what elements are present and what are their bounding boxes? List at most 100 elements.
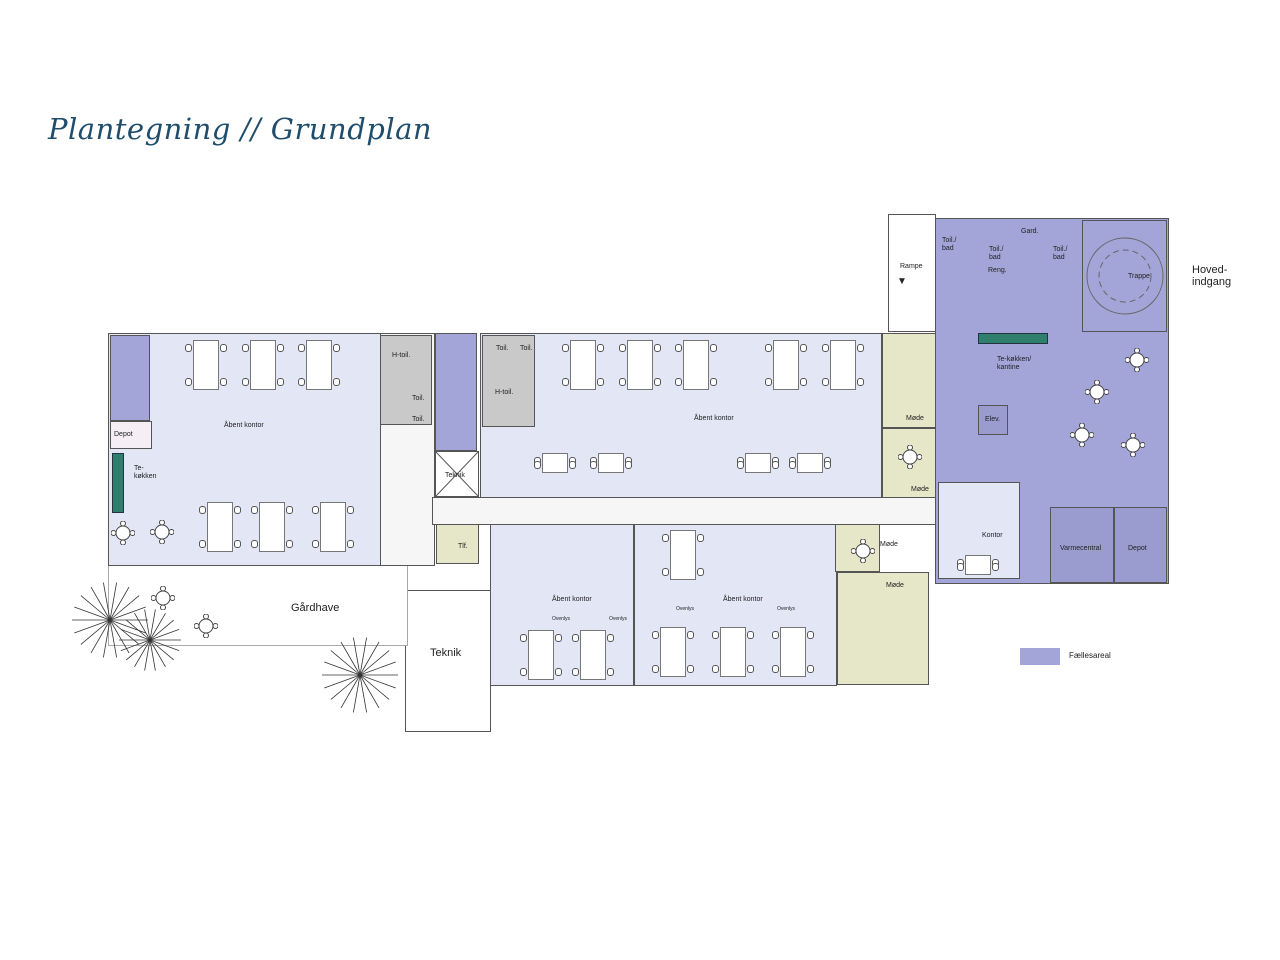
chair (520, 634, 527, 642)
desk (627, 340, 653, 390)
desk (259, 502, 285, 552)
legend-label-common-area: Fællesareal (1069, 651, 1111, 660)
chair (234, 506, 241, 514)
label-wardrobe: Gard. (1021, 228, 1039, 235)
chair (765, 378, 772, 386)
chair (712, 665, 719, 673)
chair (277, 344, 284, 352)
label-main-entrance: Hoved- indgang (1192, 264, 1232, 289)
ramp-area (888, 214, 936, 332)
chair (857, 344, 864, 352)
chair (607, 668, 614, 676)
chair (220, 378, 227, 386)
chair (675, 344, 682, 352)
chair (619, 378, 626, 386)
chair (687, 631, 694, 639)
desk (598, 453, 624, 473)
label-meeting-north-2: Møde (911, 486, 929, 493)
desk (965, 555, 991, 575)
desk (683, 340, 709, 390)
label-open-office-southwest: Åbent kontor (552, 596, 592, 603)
chair (747, 665, 754, 673)
room-h-toilet-middle (482, 335, 535, 427)
chair (765, 344, 772, 352)
label-open-office-southeast: Åbent kontor (723, 596, 763, 603)
courtyard-outline (108, 566, 408, 646)
chair (737, 461, 744, 469)
label-elevator: Elev. (985, 416, 1001, 423)
desk (830, 340, 856, 390)
desk (670, 530, 696, 580)
ramp-arrow-icon: ▼ (897, 276, 907, 287)
chair (597, 378, 604, 386)
tree-icon (119, 609, 181, 671)
label-h-toilet-middle: H-toil. (495, 389, 514, 396)
chair (220, 344, 227, 352)
label-skylight-4: Ovenlys (777, 606, 796, 612)
chair (607, 634, 614, 642)
chair (199, 506, 206, 514)
desk (745, 453, 771, 473)
label-toilet-bath-2: Toil./ bad (989, 246, 1004, 261)
chair (534, 461, 541, 469)
label-courtyard: Gårdhave (291, 602, 340, 614)
label-depot-west: Depot (114, 431, 133, 438)
desk (306, 340, 332, 390)
chair (185, 378, 192, 386)
chair (312, 540, 319, 548)
page-title: Plantegning // Grundplan (48, 112, 433, 146)
label-depot-east: Depot (1128, 545, 1147, 552)
chair (654, 344, 661, 352)
tree-icon (322, 637, 398, 713)
label-skylight-2: Ovenlys (609, 616, 628, 622)
chair (242, 344, 249, 352)
label-toilet-middle-1: Toil. (496, 345, 509, 352)
chair (572, 634, 579, 642)
chair (789, 461, 796, 469)
chair (597, 344, 604, 352)
round-table-icon (151, 586, 175, 610)
chair (562, 344, 569, 352)
chair (347, 540, 354, 548)
desk (542, 453, 568, 473)
chair (992, 563, 999, 571)
label-meeting-large-south: Møde (886, 582, 904, 589)
desk (797, 453, 823, 473)
room-heating (1050, 507, 1114, 583)
chair (807, 665, 814, 673)
chair (572, 668, 579, 676)
chair (857, 378, 864, 386)
chair (251, 506, 258, 514)
desk (773, 340, 799, 390)
label-skylight-3: Ovenlys (676, 606, 695, 612)
label-open-office-west: Åbent kontor (224, 422, 264, 429)
chair (520, 668, 527, 676)
chair (710, 344, 717, 352)
chair (286, 506, 293, 514)
kitchen-counter-east (978, 333, 1048, 344)
label-toilet-west-2: Toil. (412, 416, 425, 423)
label-stair-main: Trappe (1128, 273, 1150, 280)
label-open-office-north: Åbent kontor (694, 415, 734, 422)
chair (824, 461, 831, 469)
chair (687, 665, 694, 673)
room-open-office-southwest (490, 524, 634, 686)
chair (957, 563, 964, 571)
desk (720, 627, 746, 677)
corridor-middle (432, 497, 937, 525)
chair (333, 378, 340, 386)
room-meeting-large-south (837, 572, 929, 685)
chair (675, 378, 682, 386)
chair (242, 378, 249, 386)
chair (652, 665, 659, 673)
chair (185, 344, 192, 352)
chair (652, 631, 659, 639)
chair (199, 540, 206, 548)
chair (590, 461, 597, 469)
chair (710, 378, 717, 386)
chair (569, 461, 576, 469)
spiral-stair-icon (1086, 237, 1164, 315)
chair (697, 534, 704, 542)
kitchen-counter-west (112, 453, 124, 513)
